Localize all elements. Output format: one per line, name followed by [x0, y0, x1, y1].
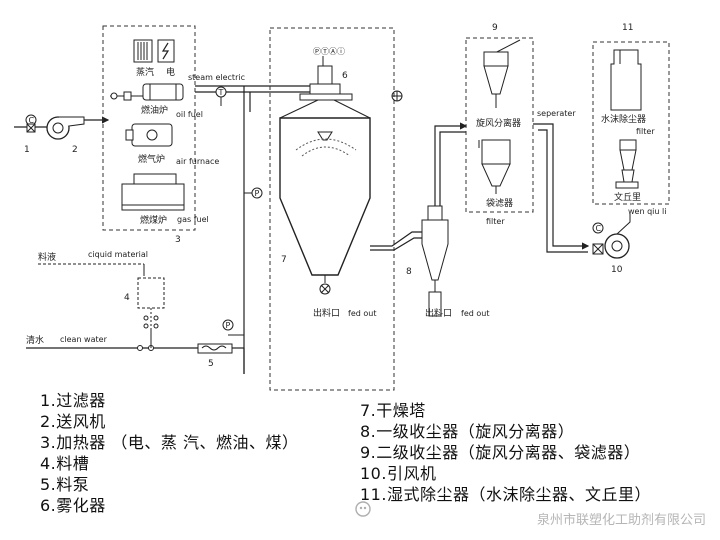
legend-item: 3.加热器 （电、蒸 汽、燃油、煤） — [40, 433, 299, 452]
gas-furnace-label: 燃气炉 — [138, 153, 165, 165]
watermark: 泉州市联塑化工助剂有限公司 — [536, 513, 706, 528]
oil-furnace-label: 燃油炉 — [141, 104, 168, 116]
tower-box — [269, 27, 395, 391]
label-8: 8 — [406, 267, 412, 277]
label-11: 11 — [622, 23, 633, 33]
air-furnace-en: air furnace — [176, 157, 219, 166]
oil-furnace: 燃油炉 — [110, 83, 184, 116]
hot-air-duct: T — [195, 85, 320, 112]
heater-box — [102, 25, 196, 231]
fan-c-symbol: C — [596, 224, 602, 233]
outlet-1-label: 出料口 — [313, 307, 340, 319]
atomizer: ⓅⓉⒶⓘ 6 — [299, 47, 353, 101]
outlet-2-label: 出料口 — [425, 307, 452, 319]
cyclone-label: 旋风分离器 — [476, 117, 521, 129]
feed-liquid-label: 料液 — [38, 251, 56, 263]
legend-item: 4.料槽 — [40, 454, 90, 473]
label-9: 9 — [492, 23, 498, 33]
venturi-scrubber: 文丘里 wen qiu li — [614, 139, 666, 216]
coal-furnace-label: 燃煤炉 — [140, 214, 167, 226]
feed-pump: P 5 — [197, 319, 245, 374]
secondary-cyclone: 旋风分离器 — [476, 39, 521, 129]
label-6: 6 — [342, 71, 348, 81]
label-5: 5 — [208, 359, 214, 369]
legend-item: 5.料泵 — [40, 475, 90, 494]
legend-item: 9.二级收尘器（旋风分离器、袋滤器） — [360, 443, 641, 462]
pressure-gauge-2-symbol: P — [226, 321, 231, 330]
fed-out-1-en: fed out — [348, 309, 376, 318]
wet-scrubber-box — [592, 41, 670, 205]
watermark-logo-icon — [355, 501, 371, 517]
filter-unit: C 1 — [14, 114, 48, 155]
legend-item: 8.一级收尘器（旋风分离器） — [360, 422, 575, 441]
atomizer-instruments: ⓅⓉⒶⓘ — [313, 47, 345, 56]
water-film-scrubber: 水沫除尘器 filter — [601, 49, 655, 136]
water-film-label: 水沫除尘器 — [601, 113, 646, 125]
blower-unit: 2 — [46, 116, 110, 155]
venturi-label: 文丘里 — [614, 191, 641, 203]
liquid-material-en: ciquid material — [88, 250, 148, 259]
gas-furnace: 燃气炉 — [125, 123, 173, 165]
gas-fuel-en: gas fuel — [177, 215, 209, 224]
label-4: 4 — [124, 293, 130, 303]
fed-out-2-en: fed out — [461, 309, 489, 318]
bag-filter: 袋滤器 filter — [478, 139, 513, 226]
legend-item: 6.雾化器 — [40, 496, 106, 515]
steam-label: 蒸汽 — [136, 66, 154, 78]
filter-en: filter — [486, 217, 505, 226]
legend-right: 7.干燥塔 8.一级收尘器（旋风分离器） 9.二级收尘器（旋风分离器、袋滤器） … — [360, 400, 651, 505]
legend-left: 1.过滤器 2.送风机 3.加热器 （电、蒸 汽、燃油、煤） 4.料槽 5.料泵… — [40, 390, 298, 516]
induced-fan: C 10 — [592, 214, 631, 275]
separator-en: seperater — [537, 109, 576, 118]
label-1: 1 — [24, 145, 30, 155]
primary-cyclone: 8 出料口 fed out — [406, 205, 489, 319]
pressure-gauge-1-symbol: P — [255, 189, 260, 198]
clean-water-en: clean water — [60, 335, 108, 344]
duct-to-secondary — [434, 122, 468, 206]
legend-item: 2.送风机 — [40, 412, 106, 431]
clean-water-label: 清水 — [26, 334, 44, 346]
legend-item: 11.湿式除尘器（水沫除尘器、文丘里） — [360, 485, 651, 504]
coal-furnace: 燃煤炉 — [121, 173, 185, 226]
label-2: 2 — [72, 145, 78, 155]
oil-fuel-en: oil fuel — [176, 110, 203, 119]
feed-tank: 料液 ciquid material 4 — [38, 250, 165, 330]
bag-filter-label: 袋滤器 — [486, 197, 513, 209]
temp-gauge-symbol: T — [218, 88, 224, 97]
clean-water-line: 清水 clean water — [26, 330, 198, 351]
label-10: 10 — [611, 265, 623, 275]
electric-label: 电 — [166, 66, 175, 78]
legend-item: 10.引风机 — [360, 464, 437, 483]
filter-c-symbol: C — [29, 116, 35, 125]
label-3: 3 — [175, 235, 181, 245]
legend-item: 1.过滤器 — [40, 391, 106, 410]
label-7: 7 — [281, 255, 287, 265]
duct-to-fan — [533, 123, 590, 250]
steam-electric-en: steam electric — [188, 73, 245, 82]
legend-item: 7.干燥塔 — [360, 401, 426, 420]
steam-electric-heater: 蒸汽 电 — [133, 39, 175, 78]
secondary-collector-box — [465, 37, 534, 213]
venturi-en: wen qiu li — [628, 207, 666, 216]
drying-tower: 7 出料口 fed out — [279, 99, 376, 319]
filter-en-2: filter — [636, 127, 655, 136]
